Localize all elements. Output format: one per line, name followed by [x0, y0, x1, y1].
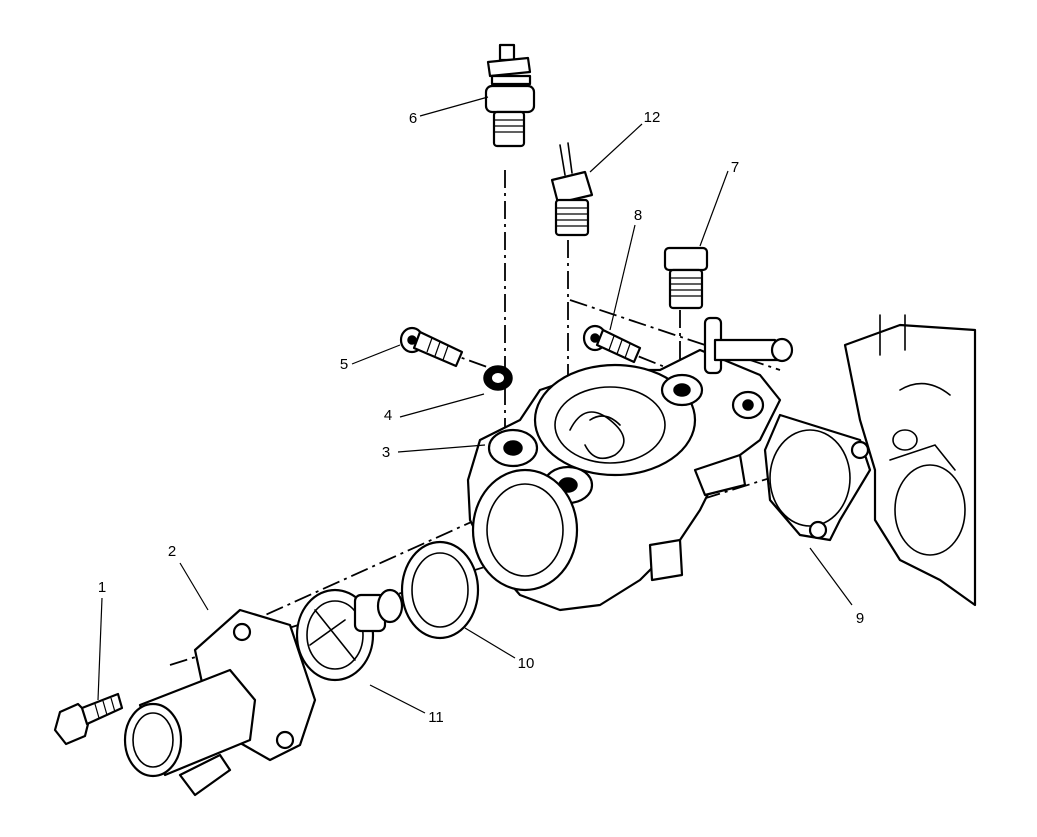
part-1-bolt — [53, 692, 124, 746]
part-6-temperature-switch — [484, 43, 536, 148]
leader-lines — [97, 96, 853, 714]
part-4-washer — [483, 365, 513, 391]
part-3-thermostat-housing — [466, 316, 794, 612]
part-5-bolt — [399, 326, 464, 368]
engine-block — [843, 314, 977, 607]
part-7-plug — [663, 246, 709, 310]
callout-6: 6 — [409, 110, 417, 127]
callout-10: 10 — [518, 655, 535, 672]
callout-1: 1 — [98, 579, 106, 596]
part-8-bolt — [582, 324, 642, 364]
callout-9: 9 — [856, 610, 864, 627]
callout-12: 12 — [644, 109, 661, 126]
callout-5: 5 — [340, 356, 348, 373]
part-10-seal-ring — [400, 540, 480, 640]
callout-4: 4 — [384, 407, 392, 424]
callout-7: 7 — [731, 159, 739, 176]
callout-labels: 1 2 3 4 5 6 7 8 9 10 11 12 — [98, 109, 864, 726]
part-9-gasket — [763, 413, 872, 542]
callout-3: 3 — [382, 444, 390, 461]
part-11-thermostat — [295, 588, 404, 682]
part-2-thermostat-cover — [123, 608, 317, 797]
callout-2: 2 — [168, 543, 176, 560]
callout-11: 11 — [428, 709, 444, 726]
callout-8: 8 — [634, 207, 642, 224]
part-12-temperature-sender — [550, 142, 594, 237]
